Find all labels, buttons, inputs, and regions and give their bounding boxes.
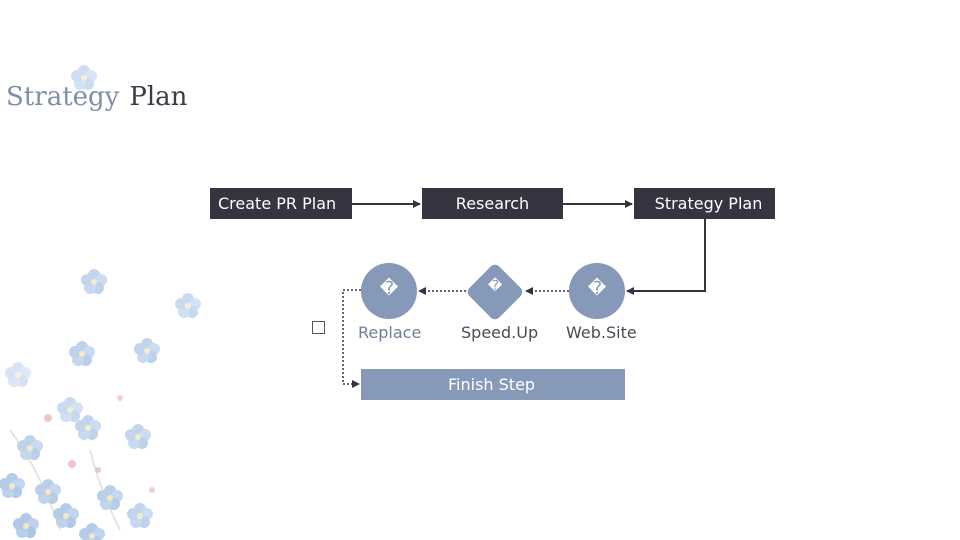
speedup-node[interactable]: �	[465, 262, 525, 322]
floral-decoration	[0, 65, 201, 540]
title-word: Plan	[129, 82, 188, 112]
finish-step-box[interactable]: Finish Step	[361, 369, 625, 400]
box-label: Strategy Plan	[654, 194, 763, 213]
box-label: Research	[455, 194, 530, 213]
arrow-strategy-to-website	[626, 219, 706, 295]
page-title: Strategy Plan	[6, 78, 187, 116]
speedup-label: Speed.Up	[461, 323, 539, 342]
research-box[interactable]: Research	[422, 188, 563, 219]
placeholder-glyph-icon: �	[379, 278, 399, 299]
placeholder-glyph-icon: �	[587, 278, 607, 299]
replace-node[interactable]: �	[361, 263, 417, 319]
website-label: Web.Site	[566, 323, 637, 342]
strategy-plan-box[interactable]: Strategy Plan	[634, 188, 775, 219]
checkbox-icon[interactable]	[312, 321, 325, 334]
placeholder-glyph-icon: �	[487, 278, 503, 294]
create-pr-plan-box[interactable]: Create PR Plan	[210, 188, 352, 219]
finish-step-label: Finish Step	[448, 375, 536, 394]
box-label: Create PR Plan	[218, 194, 337, 213]
website-node[interactable]: �	[569, 263, 625, 319]
arrow-replace-to-finish	[342, 289, 361, 388]
title-word-accent: Strategy	[6, 82, 120, 112]
replace-label: Replace	[358, 323, 422, 342]
